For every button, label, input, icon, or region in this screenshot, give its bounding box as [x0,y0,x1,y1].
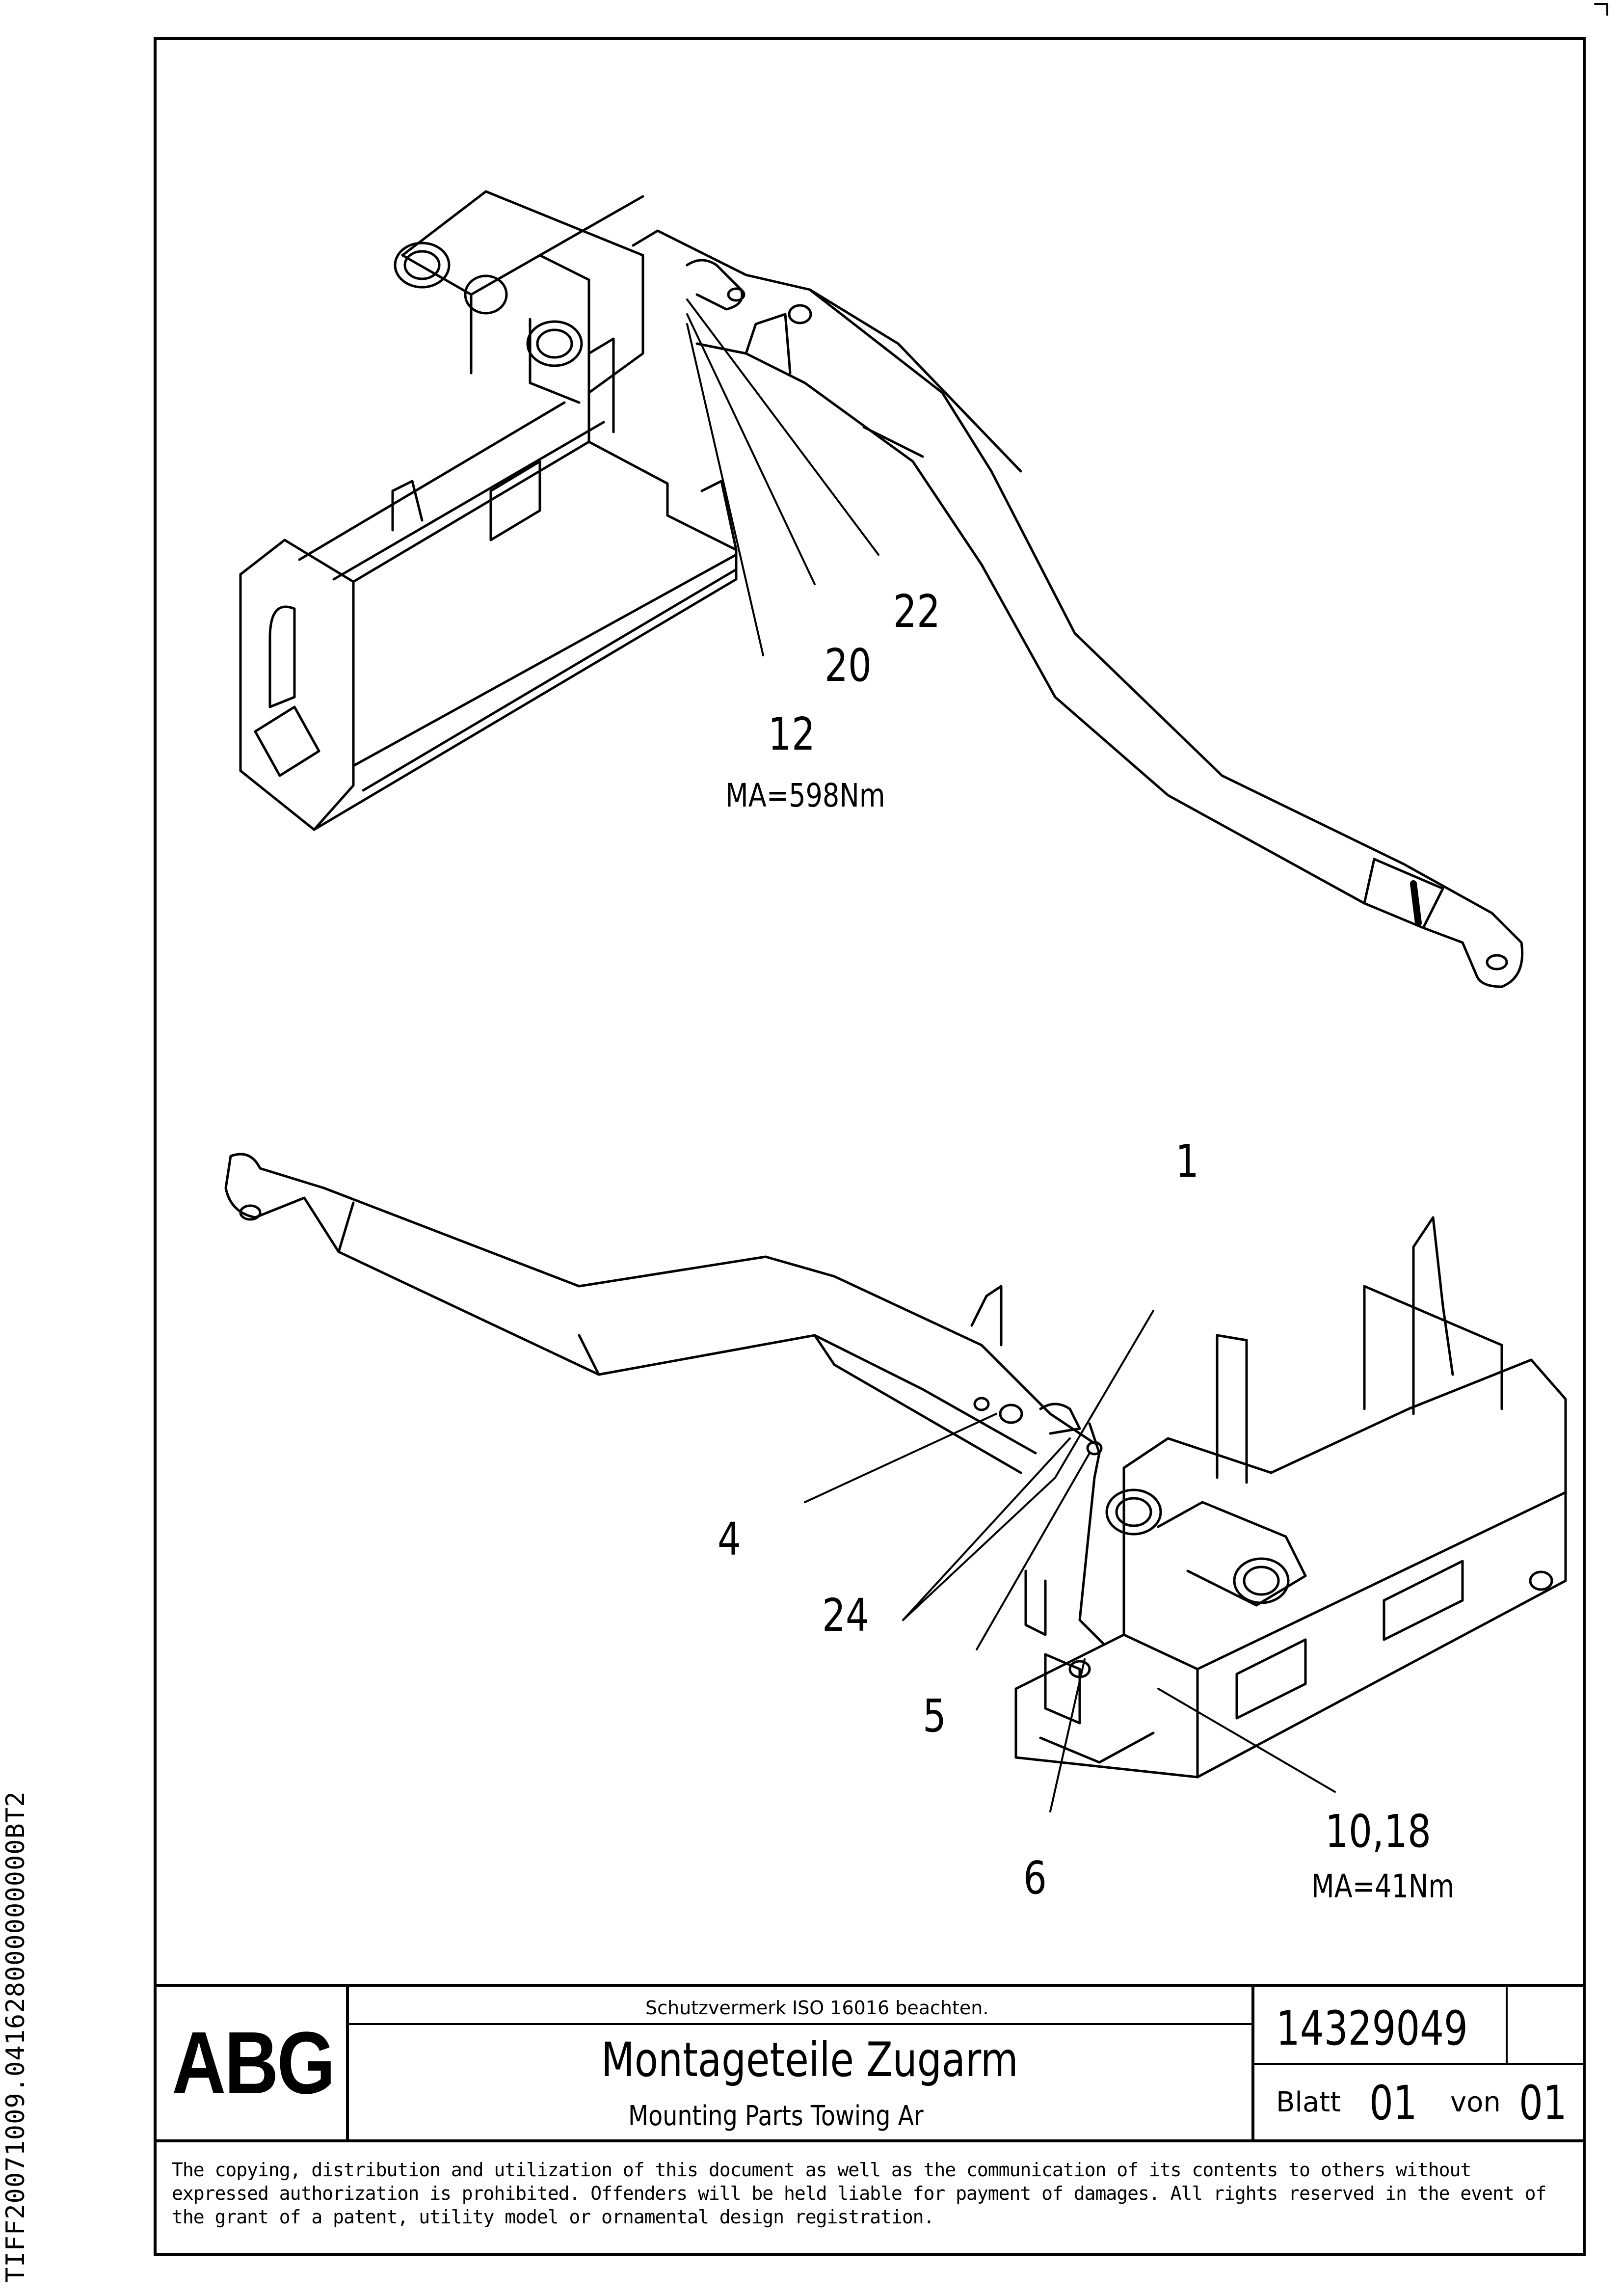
title-german: Montageteile Zugarm [601,2032,1018,2087]
copyright-notice: The copying, distribution and utilizatio… [172,2159,1546,2228]
title-english: Mounting Parts Towing Ar [628,2100,924,2132]
side-document-code: TIFF20071009.041628000000000BT2 [1,1791,30,2283]
title-block-divider [1251,2063,1586,2065]
callout-1: 1 [1175,1135,1199,1188]
callout-22: 22 [893,585,941,638]
top-frame-body [239,190,738,831]
top-towing-arm [632,229,1524,988]
sheet-number: 01 [1369,2076,1417,2131]
callout-24: 24 [822,1589,870,1642]
callout-20: 20 [825,639,872,692]
bottom-frame-body [973,1216,1567,1779]
title-block-divider [346,2023,1253,2025]
callout-10-18: 10,18 [1325,1805,1431,1858]
drawing-frame [154,37,1586,2256]
title-block-divider [1506,1984,1508,2064]
abg-logo: ABG [172,2014,335,2112]
sheet-label: Blatt [1276,2086,1341,2118]
title-block [154,1984,1586,2142]
top-leader-lines [686,298,879,656]
torque-label-bottom: MA=41Nm [1311,1867,1455,1905]
sheet-total: 01 [1519,2076,1567,2131]
bottom-leader-lines [804,1310,1336,1812]
title-block-divider [346,1984,349,2142]
torque-label-top: MA=598Nm [725,777,885,814]
callout-4: 4 [718,1513,742,1566]
drawing-number: 14329049 [1276,2001,1468,2056]
callout-6: 6 [1023,1852,1047,1904]
callout-12: 12 [768,708,816,760]
callout-5: 5 [923,1690,947,1742]
protection-note: Schutzvermerk ISO 16016 beachten. [645,1997,989,2019]
bottom-towing-arm [224,1153,1096,1474]
of-label: von [1450,2086,1501,2118]
